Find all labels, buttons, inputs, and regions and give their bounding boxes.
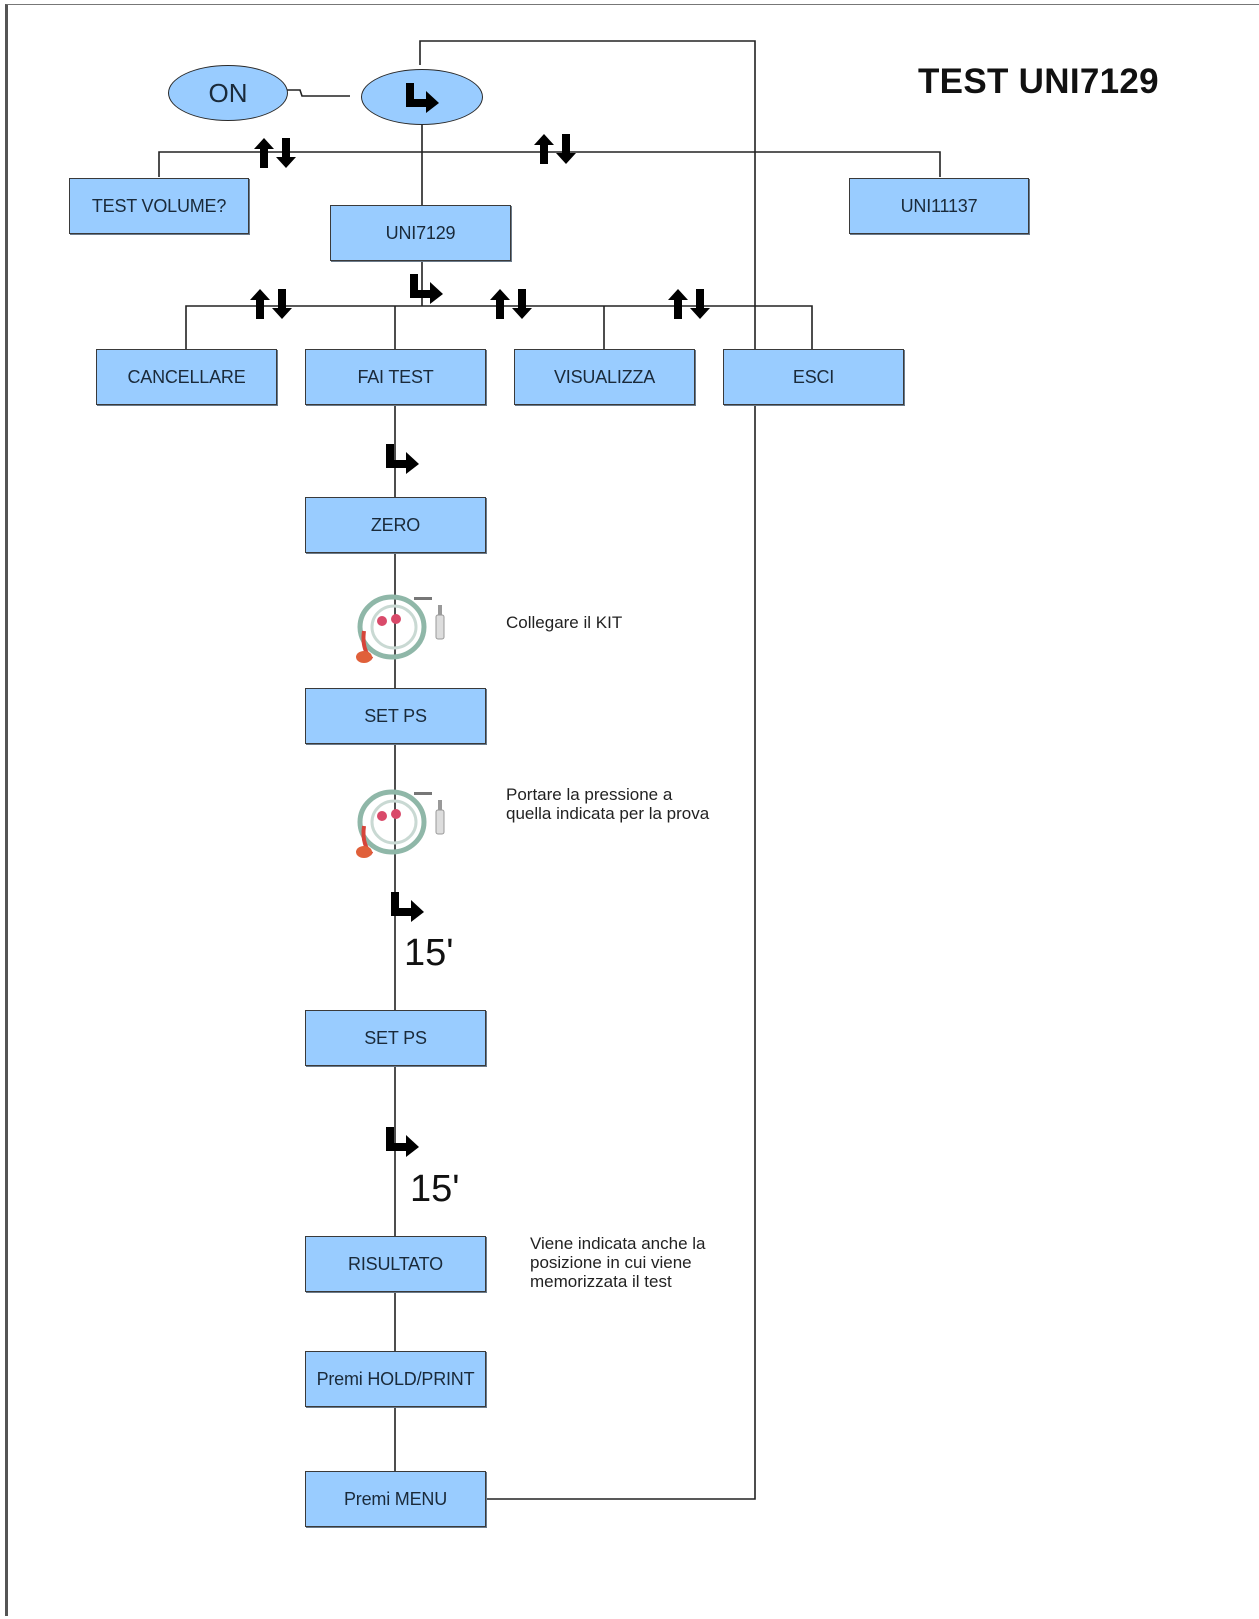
node-uni7129: UNI7129 (330, 205, 511, 261)
node-visualizza: VISUALIZZA (514, 349, 695, 405)
node-premi-menu-label: Premi MENU (343, 1488, 447, 1509)
node-visualizza-label: VISUALIZZA (553, 366, 656, 387)
note-portare-line-2: quella indicata per la prova (506, 804, 710, 823)
note-viene-line-2: posizione in cui viene (530, 1253, 692, 1272)
node-premi-menu: Premi MENU (305, 1471, 486, 1527)
up-down-arrows-icon (254, 138, 296, 168)
up-down-arrows-icon (668, 289, 710, 319)
enter-node (361, 69, 483, 125)
node-esci: ESCI (723, 349, 904, 405)
node-uni11137: UNI11137 (849, 178, 1029, 234)
note-collegare: Collegare il KIT (506, 613, 622, 632)
node-esci-label: ESCI (792, 366, 835, 387)
test-kit-image (356, 594, 445, 663)
page-frame (5, 4, 1259, 1616)
node-uni7129-label: UNI7129 (385, 222, 456, 243)
node-set-ps-1-label: SET PS (364, 705, 427, 726)
on-node: ON (168, 65, 288, 121)
timer-2: 15' (410, 1168, 460, 1210)
enter-arrow-icon (406, 83, 439, 113)
on-connector (280, 89, 350, 97)
loop-back-line (419, 40, 756, 1500)
node-set-ps-1: SET PS (305, 688, 486, 744)
up-down-arrows-icon (490, 289, 532, 319)
node-fai-test: FAI TEST (305, 349, 486, 405)
enter-arrow-icon (386, 444, 419, 474)
on-label: ON (208, 77, 248, 108)
note-viene: Viene indicata anche la posizione in cui… (530, 1234, 706, 1291)
timer-1: 15' (404, 932, 454, 974)
node-premi-hold: Premi HOLD/PRINT (305, 1351, 486, 1407)
note-portare: Portare la pressione a quella indicata p… (506, 785, 709, 823)
node-premi-hold-label: Premi HOLD/PRINT (316, 1368, 475, 1389)
note-viene-line-3: memorizzata il test (530, 1272, 672, 1291)
node-fai-test-label: FAI TEST (357, 366, 434, 387)
up-down-arrows-icon (534, 134, 576, 164)
node-test-volume: TEST VOLUME? (69, 178, 249, 234)
node-test-volume-label: TEST VOLUME? (91, 195, 227, 216)
node-uni11137-label: UNI11137 (900, 195, 978, 216)
node-set-ps-2-label: SET PS (364, 1027, 427, 1048)
up-down-arrows-icon (250, 289, 292, 319)
page-title: TEST UNI7129 (918, 62, 1159, 101)
top-menu-bus (158, 151, 941, 177)
node-set-ps-2: SET PS (305, 1010, 486, 1066)
test-kit-image (356, 789, 445, 858)
node-cancellare-label: CANCELLARE (127, 366, 246, 387)
enter-arrow-icon (410, 274, 443, 304)
node-risultato-label: RISULTATO (348, 1253, 443, 1274)
node-zero-label: ZERO (370, 514, 421, 535)
enter-arrow-icon (386, 1127, 419, 1157)
note-portare-line-1: Portare la pressione a (506, 785, 673, 804)
node-zero: ZERO (305, 497, 486, 553)
note-collegare-text: Collegare il KIT (506, 613, 623, 632)
node-risultato: RISULTATO (305, 1236, 486, 1292)
node-cancellare: CANCELLARE (96, 349, 277, 405)
enter-arrow-icon (391, 892, 424, 922)
note-viene-line-1: Viene indicata anche la (530, 1234, 706, 1253)
